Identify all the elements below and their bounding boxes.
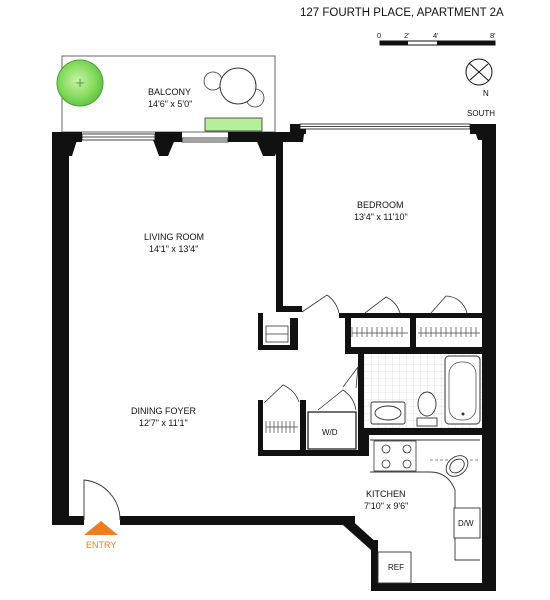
balcony-name: BALCONY [148, 87, 191, 97]
scale-tick-8: 8' [490, 31, 496, 40]
bedroom-closet-rods [351, 327, 480, 337]
dining-foyer-size: 12'7" x 11'1" [139, 418, 188, 428]
kitchen-name: KITCHEN [366, 489, 406, 499]
refrigerator-label: REF [388, 563, 404, 572]
dining-foyer-name: DINING FOYER [131, 406, 197, 416]
bedroom-closet-doors [301, 294, 468, 314]
laundry-area: W/D [263, 384, 357, 450]
stove-icon [373, 440, 417, 472]
bedroom-name: BEDROOM [357, 200, 404, 210]
washer-dryer-label: W/D [322, 428, 338, 437]
kitchen-sink-icon [445, 455, 469, 477]
living-room-size: 14'1" x 13'4" [149, 244, 198, 254]
kitchen-size: 7'10" x 9'6" [364, 501, 408, 511]
toilet-icon [416, 391, 438, 427]
balcony [56, 55, 276, 133]
entry-label: ENTRY [86, 540, 116, 550]
scale-tick-4: 4' [433, 31, 439, 40]
table-chairs-icon [203, 67, 265, 108]
compass-icon: N [465, 58, 493, 98]
balcony-size: 14'6" x 5'0" [148, 99, 192, 109]
washer-dryer-box [307, 411, 357, 450]
windows [81, 123, 471, 143]
hall-closet [265, 325, 289, 343]
living-room-name: LIVING ROOM [144, 232, 204, 242]
scale-tick-2: 2' [404, 31, 410, 40]
sink-icon [370, 401, 406, 425]
scale-tick-0: 0 [377, 31, 381, 40]
compass-north-label: N [483, 89, 489, 98]
entry-door [83, 479, 121, 521]
dishwasher-box: D/W [453, 507, 481, 539]
entry-arrow-icon [84, 521, 118, 535]
refrigerator-box: REF [377, 551, 412, 584]
walls [52, 124, 496, 591]
scale-bar: 0 2' 4' 8' [377, 31, 496, 46]
address-title: 127 FOURTH PLACE, APARTMENT 2A [300, 7, 504, 19]
south-label: SOUTH [467, 109, 495, 118]
bedroom-size: 13'4" x 11'10" [354, 212, 408, 222]
planter-box [204, 117, 263, 132]
dishwasher-label: D/W [458, 519, 474, 528]
bathroom [342, 354, 482, 428]
